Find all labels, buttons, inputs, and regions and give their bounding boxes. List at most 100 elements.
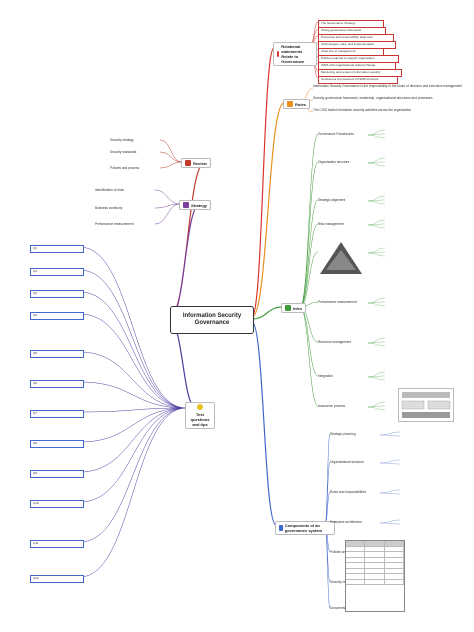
connector-line <box>159 139 183 163</box>
topic-governance[interactable]: Relational statements Relate to Governan… <box>273 42 317 66</box>
question-item[interactable]: Q2 <box>30 268 84 276</box>
strategy-item: Business continuity <box>95 206 123 210</box>
connector-line <box>367 157 386 164</box>
components-item: Organisational structure <box>330 460 364 464</box>
connector-line <box>299 161 319 308</box>
connector-line <box>79 407 187 503</box>
connector-line <box>79 407 187 413</box>
connector-line <box>367 224 386 229</box>
question-item[interactable]: Q10 <box>30 500 84 508</box>
components-item: Enterprise architecture <box>330 520 363 524</box>
intro-item: Assurance process <box>318 404 346 408</box>
topic-roles-label: Roles <box>295 101 306 107</box>
connector-line <box>367 405 386 408</box>
framework-diagram-figure <box>398 388 454 422</box>
intro-item: Risk management <box>318 222 344 226</box>
components-item: Strategic planning <box>330 432 356 436</box>
connector-line <box>169 203 201 319</box>
topic-strategy[interactable]: Strategy <box>179 200 212 210</box>
roles-item: Information Security Governance is the r… <box>313 84 463 88</box>
connector-line <box>159 161 183 169</box>
connector-line <box>367 375 386 378</box>
lightbulb-icon <box>197 404 203 410</box>
intro-item: Performance measurement <box>318 300 357 304</box>
connector-line <box>299 199 319 308</box>
intro-item: Organisation structure <box>318 160 350 164</box>
topic-questions[interactable]: Test questions and tips <box>185 402 215 429</box>
topic-review[interactable]: Review <box>181 158 211 168</box>
connector-line <box>367 161 386 164</box>
components-item: Roles and responsibilities <box>330 490 367 494</box>
question-item[interactable]: Q12 <box>30 575 84 583</box>
components-table <box>345 540 405 612</box>
connector-line <box>251 47 275 317</box>
connector-line <box>154 203 181 225</box>
components-item: Security reporting <box>330 580 355 584</box>
topic-roles[interactable]: Roles <box>283 99 310 109</box>
connector-line <box>379 459 401 464</box>
connector-line <box>367 337 386 344</box>
topic-components[interactable]: Components of an governance system <box>275 521 335 535</box>
connector-line <box>299 306 319 377</box>
connector-line <box>79 381 187 409</box>
central-topic[interactable]: Information Security Governance <box>170 306 254 334</box>
question-item[interactable]: Q1 <box>30 245 84 253</box>
question-item[interactable]: Q7 <box>30 410 84 418</box>
question-item[interactable]: Q6 <box>30 380 84 388</box>
connector-line <box>367 162 386 167</box>
connector-line <box>367 219 386 226</box>
question-item[interactable]: Q4 <box>30 312 84 320</box>
governance-item[interactable]: Continuous improvement of ISMS structure <box>318 76 398 84</box>
warning-icon <box>277 51 280 57</box>
connector-line <box>367 376 386 381</box>
strategy-item: Performance measurement <box>95 222 134 226</box>
connector-line <box>79 351 187 409</box>
intro-item: Resource management <box>318 340 352 344</box>
connector-line <box>299 306 319 407</box>
topic-questions-label: Test questions and tips <box>190 412 210 427</box>
connector-line <box>79 407 187 443</box>
connector-line <box>367 341 386 344</box>
connector-line <box>367 199 386 202</box>
topic-review-label: Review <box>193 160 207 166</box>
connector-line <box>79 407 187 578</box>
connector-line <box>379 492 401 495</box>
question-item[interactable]: Q9 <box>30 470 84 478</box>
intro-item: Governance Frameworks <box>318 132 354 136</box>
components-icon <box>279 525 283 531</box>
connector-line <box>251 306 283 320</box>
strategy-item: Identification of risks <box>95 188 124 192</box>
connector-line <box>299 133 319 308</box>
connector-line <box>379 431 401 436</box>
connector-line <box>159 151 183 163</box>
connector-line <box>367 200 386 205</box>
intro-icon <box>285 305 291 311</box>
connector-line <box>367 301 386 304</box>
connector-line <box>367 302 386 307</box>
question-item[interactable]: Q3 <box>30 290 84 298</box>
connector-line <box>367 342 386 347</box>
connector-line <box>367 297 386 304</box>
governance-pyramid-figure <box>318 240 364 276</box>
connector-line <box>169 321 197 409</box>
connector-line <box>251 102 285 318</box>
connector-line <box>79 269 187 409</box>
connector-line <box>251 321 277 526</box>
central-title-line1: Information Security <box>182 313 242 319</box>
connector-line <box>79 313 187 409</box>
roles-icon <box>287 101 293 107</box>
topic-intro[interactable]: Intro <box>281 303 306 313</box>
question-item[interactable]: Q8 <box>30 440 84 448</box>
central-title-line2: Governance <box>194 320 230 326</box>
question-item[interactable]: Q11 <box>30 540 84 548</box>
components-item: Documentation <box>330 606 352 610</box>
connector-line <box>154 203 181 209</box>
connector-line <box>299 251 319 308</box>
connector-line <box>367 401 386 408</box>
strategy-icon <box>183 202 189 208</box>
roles-item: The CISO leads information security acti… <box>313 108 412 112</box>
connector-line <box>367 133 386 136</box>
connector-line <box>379 462 401 465</box>
question-item[interactable]: Q5 <box>30 350 84 358</box>
